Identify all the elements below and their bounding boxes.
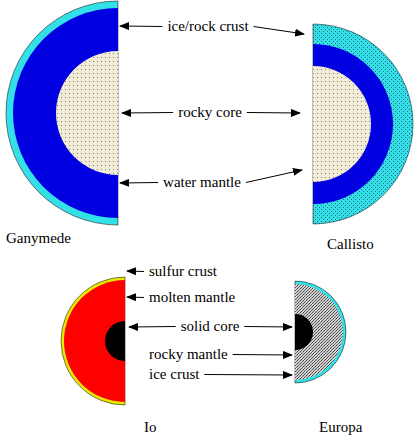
solid-core-layer bbox=[295, 314, 313, 350]
leader-arrow bbox=[244, 326, 292, 328]
io-cutaway bbox=[61, 277, 125, 405]
ice-crust-layer bbox=[295, 281, 346, 383]
layer-label: rocky core bbox=[177, 104, 243, 121]
europa-cutaway bbox=[295, 281, 346, 383]
moon-name: Callisto bbox=[326, 236, 375, 253]
leader-arrow bbox=[122, 112, 173, 114]
molten-mantle-layer bbox=[64, 280, 125, 402]
layer-label: sulfur crust bbox=[148, 263, 218, 280]
leader-arrow bbox=[127, 297, 144, 299]
rocky-core-layer bbox=[56, 51, 118, 175]
layer-label: water mantle bbox=[162, 174, 242, 191]
ganymede-cutaway bbox=[6, 1, 118, 225]
leader-arrow bbox=[246, 170, 302, 183]
rocky-mantle-layer bbox=[295, 284, 343, 380]
leader-arrow bbox=[204, 374, 292, 376]
ice-rock-crust-layer bbox=[6, 1, 118, 225]
layer-label: solid core bbox=[180, 318, 241, 335]
leader-arrow bbox=[120, 26, 162, 28]
leader-arrow bbox=[129, 326, 176, 328]
leader-arrow bbox=[233, 354, 292, 356]
moon-name: Ganymede bbox=[5, 230, 72, 247]
ice-rock-crust-layer bbox=[313, 24, 413, 224]
callisto-cutaway bbox=[313, 24, 413, 224]
layer-label: ice/rock crust bbox=[166, 18, 249, 35]
solid-core-layer bbox=[105, 321, 125, 361]
moon-name: Io bbox=[143, 419, 158, 436]
leader-arrow bbox=[120, 182, 158, 184]
layer-label: ice crust bbox=[148, 366, 200, 383]
moon-name: Europa bbox=[318, 419, 363, 436]
leader-arrow bbox=[254, 27, 304, 35]
layer-label: molten mantle bbox=[148, 289, 236, 306]
rocky-core-layer bbox=[313, 66, 371, 182]
layer-label: rocky mantle bbox=[148, 346, 229, 363]
leader-arrow bbox=[127, 271, 144, 273]
water-mantle-layer bbox=[313, 44, 393, 204]
leader-arrow bbox=[247, 112, 300, 114]
water-mantle-layer bbox=[13, 8, 118, 218]
sulfur-crust-layer bbox=[61, 277, 125, 405]
